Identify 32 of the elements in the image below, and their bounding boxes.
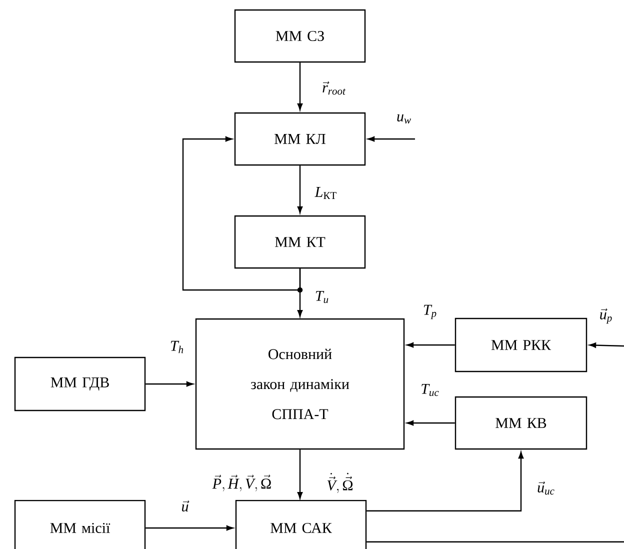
- arrow: [182, 136, 301, 291]
- arrow: [368, 136, 415, 142]
- edge-label: $u_{w}$: [397, 114, 411, 124]
- process-box: ММ РКК: [454, 318, 588, 372]
- edge-label: $\vec{u}_{p}$: [600, 308, 612, 324]
- process-box: Основний закон динаміки СППА-Т: [195, 318, 405, 450]
- signal-label: $\dot{\vec{V}},\dot{\vec{\Omega}}$: [327, 472, 353, 494]
- edge-label: $T_{u}$: [316, 290, 328, 304]
- arrow: [146, 381, 194, 387]
- process-box: ММ ГДВ: [14, 356, 146, 412]
- edge-label: $\vec{r}_{root}$: [322, 81, 346, 95]
- edge-label: $\vec{u}_{uc}$: [538, 481, 554, 495]
- arrow: [366, 452, 524, 512]
- arrow: [146, 525, 234, 531]
- arrow: [406, 342, 455, 348]
- edge-label: $\vec{u}$: [182, 500, 190, 512]
- process-box: ММ КЛ: [234, 112, 366, 166]
- process-box: ММ САК: [235, 500, 367, 549]
- edge-label: $T_{h}$: [170, 340, 184, 354]
- process-box: ММ КТ: [234, 215, 366, 269]
- process-box: ММ місії: [14, 500, 146, 549]
- process-box: ММ СЗ: [234, 9, 366, 63]
- arrow: [406, 420, 455, 426]
- edge-label: $\vec{P},\vec{H},\vec{V},\vec{\Omega}$: [212, 474, 271, 492]
- arrow: [297, 62, 303, 110]
- process-box: ММ КВ: [454, 396, 588, 450]
- edge-label: $T_{p}$: [424, 304, 436, 320]
- arrow: [297, 450, 303, 499]
- edge-label: $L_{\text{КТ}}$: [314, 187, 336, 199]
- arrow: [297, 166, 303, 214]
- arrow: [589, 342, 624, 348]
- edge-label: $T_{uc}$: [422, 384, 439, 396]
